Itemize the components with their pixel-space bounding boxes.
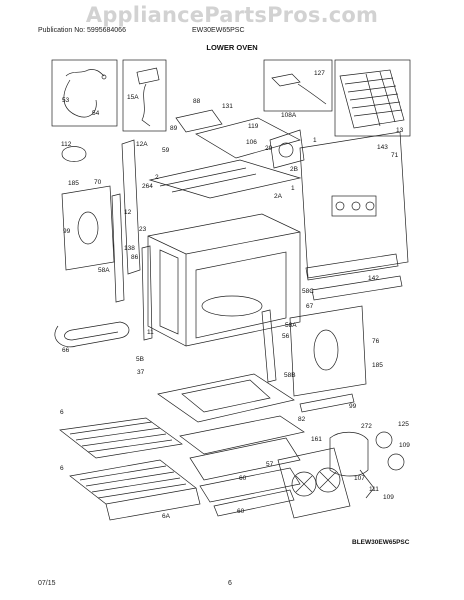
inset-box-light-assembly [263,59,333,112]
rear-panel-71 [299,131,409,279]
broil-element-66 [54,321,130,348]
part-label: 89 [170,125,178,132]
watermark: AppliancePartsPros.com [85,3,379,27]
part-label: 13 [396,127,404,134]
side-trim-58B [261,309,277,383]
part-label: 109 [383,494,394,501]
part-label: 11 [147,329,154,336]
part-label: 2 [155,174,159,181]
part-label: 60 [237,508,245,515]
bottom-pan-57 [179,415,305,503]
page-number: 6 [228,580,232,587]
part-label: 143 [377,144,388,151]
part-label: 119 [248,123,259,130]
part-label: 58C [302,288,314,295]
bottom-rack-6 [59,417,183,459]
part-label: 99 [349,403,357,410]
part-label: 57 [266,461,274,468]
part-label: 127 [314,70,325,77]
oven-cavity-drawing [147,213,301,347]
bottom-trim-99 [299,393,355,413]
wrap-top [148,159,302,199]
part-label: 86 [131,254,139,261]
sensor-drawing [136,67,160,85]
part-label: 15A [127,94,139,101]
part-label: 109 [399,442,410,449]
part-label: 5B [136,356,144,363]
inset-box-oven-racks [334,59,411,137]
light-assembly-drawing [271,73,327,105]
model-number: EW30EW65PSC [192,27,245,34]
part-label: 142 [368,275,379,282]
part-label: 58A [285,322,297,329]
part-label: 2A [274,193,283,200]
part-label: 185 [68,180,79,187]
cavity-front-frame [141,245,153,341]
part-label: 106 [246,139,257,146]
part-label: 37 [137,369,145,376]
vent-bracket [175,109,223,133]
part-label: 12 [124,209,132,216]
part-label: 70 [94,179,102,186]
part-label: 56 [282,333,290,340]
part-label: 264 [142,183,153,190]
top-cover-plate [195,117,301,159]
part-label: 99 [63,228,71,235]
part-label: 1 [313,137,317,144]
part-label: 2B [290,166,298,173]
part-label: 58B [284,372,296,379]
part-label: 88 [193,98,201,105]
diagram-code: BLEW30EW65PSC [352,539,410,546]
part-label: 125 [398,421,409,428]
bottom-rack-6A [69,459,201,521]
rear-bracket-142 [305,253,399,281]
part-label: 161 [311,436,322,443]
publication-number: Publication No: 5995684066 [38,27,126,34]
side-trim-58A [111,193,125,303]
part-label: 111 [369,486,379,493]
part-label: 58A [98,267,110,274]
part-label: 1 [291,185,295,192]
part-label: 66 [62,347,70,354]
footer-date: 07/15 [38,580,56,587]
part-label: 107 [354,475,365,482]
part-label: 67 [306,303,314,310]
part-label: 185 [372,362,383,369]
part-label: 131 [222,103,233,110]
oven-racks-drawing [339,69,405,129]
part-label: 71 [391,152,399,159]
cooling-fan [269,129,305,169]
side-bracket-12A [121,139,141,275]
convection-fan-assembly [277,431,405,519]
side-panel-70-left [61,185,115,271]
part-label: 82 [298,416,306,423]
side-panel-70-right [289,305,367,397]
door-frame-5B [157,373,295,423]
lower-rail-87 [311,275,403,301]
inset-box-wire-harness [51,59,118,127]
thermostat-112 [61,146,87,162]
part-label: 6 [60,409,64,416]
wire-harness-drawing [63,69,105,118]
part-label: 23 [139,226,147,233]
inset-box-sensor [122,59,167,132]
part-labels: 53 54 15A 88 131 127 13 119 108A 89 106 … [60,70,410,520]
part-label: 108A [281,112,297,119]
part-label: 60 [239,475,247,482]
part-label: 6A [162,513,171,520]
part-label: 272 [361,423,372,430]
part-label: 29 [265,145,273,152]
part-label: 59 [162,147,170,154]
part-label: 6 [60,465,64,472]
part-label: 54 [92,110,100,117]
part-label: 138 [124,245,135,252]
part-label: 112 [61,141,72,148]
part-label: 76 [372,338,380,345]
section-title: LOWER OVEN [206,43,258,52]
part-label: 53 [62,97,70,104]
bottom-cover-60 [213,489,295,517]
part-label: 12A [136,141,148,148]
